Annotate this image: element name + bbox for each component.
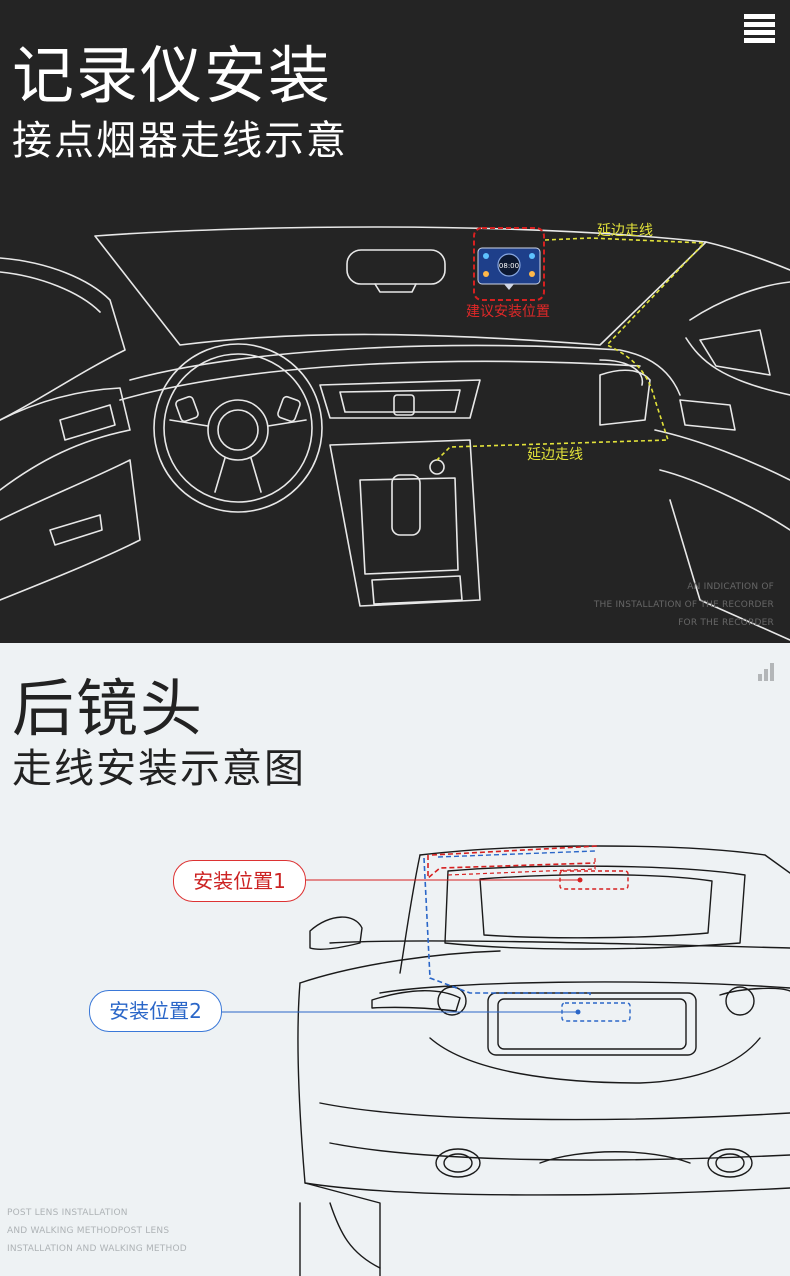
menu-icon[interactable] <box>744 14 775 45</box>
caption-line: AN INDICATION OF <box>687 582 774 592</box>
suggested-position-label: 建议安装位置 <box>466 304 550 320</box>
install-position-2-label: 安装位置2 <box>89 990 222 1032</box>
english-caption-bottom: POST LENS INSTALLATION AND WALKING METHO… <box>7 1204 187 1258</box>
caption-line: INSTALLATION AND WALKING METHOD <box>7 1244 187 1254</box>
section-title: 后镜头 <box>12 672 205 745</box>
section-title: 记录仪安装 <box>12 39 333 112</box>
route-label-top: 延边走线 <box>597 223 653 239</box>
car-interior-illustration: 08:00 建议安装位置 延边走线 延边走线 <box>0 223 790 641</box>
rear-camera-section: 后镜头 走线安装示意图 <box>0 643 790 1276</box>
device-time: 08:00 <box>499 262 519 270</box>
english-caption-top: AN INDICATION OF THE INSTALLATION OF THE… <box>594 578 774 632</box>
caption-line: AND WALKING METHODPOST LENS <box>7 1226 170 1236</box>
section-subtitle: 接点烟器走线示意 <box>12 118 348 164</box>
dashcam-install-section: 记录仪安装 接点烟器走线示意 <box>0 0 790 643</box>
route-label-bottom: 延边走线 <box>527 447 583 463</box>
section-subtitle: 走线安装示意图 <box>12 746 306 792</box>
install-position-1-label: 安装位置1 <box>173 860 306 902</box>
caption-line: POST LENS INSTALLATION <box>7 1208 128 1218</box>
caption-line: FOR THE RECORDER <box>678 618 774 628</box>
car-rear-illustration <box>221 845 790 1276</box>
signal-icon <box>758 663 774 681</box>
caption-line: THE INSTALLATION OF THE RECORDER <box>593 600 774 610</box>
